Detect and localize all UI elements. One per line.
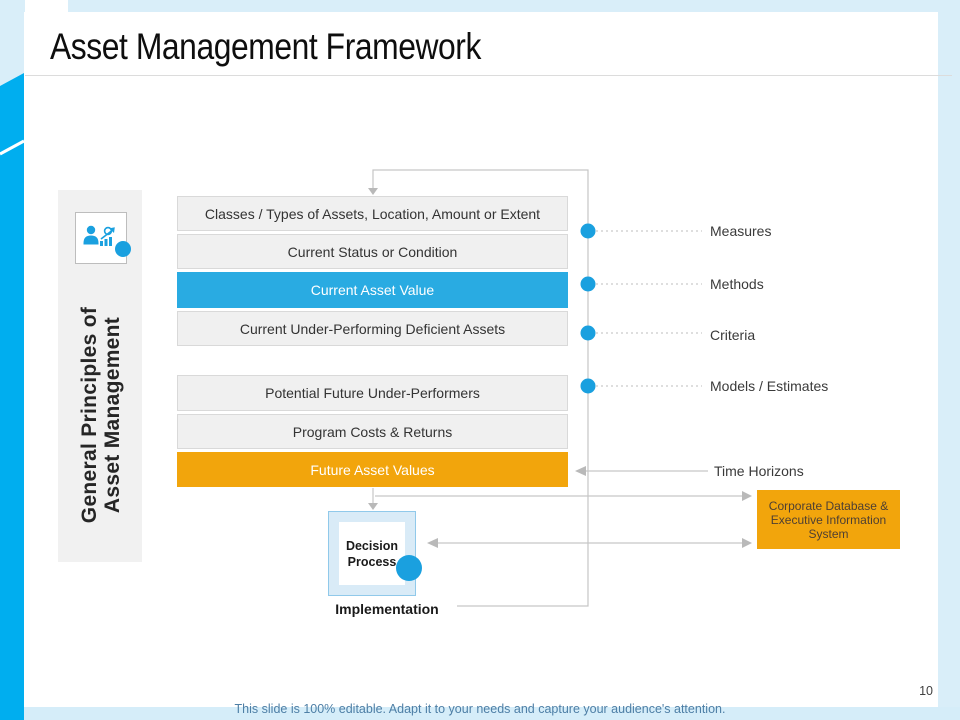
flow-box-classes-types: Classes / Types of Assets, Location, Amo… — [177, 196, 568, 231]
flow-box-current-asset-value: Current Asset Value — [177, 272, 568, 308]
decision-process-label: Decision Process — [339, 522, 405, 585]
sidebar-accent-dot — [115, 241, 131, 257]
annotation-criteria: Criteria — [710, 327, 756, 343]
title-divider — [25, 75, 952, 76]
corporate-database-box: Corporate Database & Executive Informati… — [757, 490, 900, 549]
people-growth-chart-icon — [83, 225, 115, 246]
annotation-models-estimates: Models / Estimates — [710, 378, 829, 394]
annotation-measures: Measures — [710, 223, 772, 239]
page-title: Asset Management Framework — [50, 26, 481, 67]
connector-dot-methods — [580, 276, 596, 292]
annotation-methods: Methods — [710, 276, 764, 292]
flow-box-future-asset-values: Future Asset Values — [177, 452, 568, 487]
implementation-label: Implementation — [335, 601, 439, 617]
right-border-strip — [938, 0, 960, 720]
flow-box-future-underperformers: Potential Future Under-Performers — [177, 375, 568, 411]
top-border-strip — [0, 0, 960, 12]
flow-box-current-status: Current Status or Condition — [177, 234, 568, 269]
sidebar-title-line2: Asset Management — [101, 316, 124, 514]
annotation-time-horizons: Time Horizons — [714, 463, 804, 479]
decision-process-box: Decision Process — [328, 511, 422, 596]
sidebar-panel — [58, 190, 142, 562]
footer-note: This slide is 100% editable. Adapt it to… — [234, 702, 726, 716]
sidebar-title: General Principles of Asset Management — [78, 229, 124, 601]
flow-box-program-costs: Program Costs & Returns — [177, 414, 568, 449]
footer-strip — [24, 707, 960, 720]
connector-dot-models — [580, 378, 596, 394]
page-number: 10 — [919, 684, 933, 698]
connector-dot-criteria — [580, 325, 596, 341]
left-accent-shape — [0, 0, 24, 720]
connector-dot-measures — [580, 223, 596, 239]
sidebar-title-line1: General Principles of — [78, 306, 101, 524]
decision-accent-dot — [396, 555, 422, 581]
top-border-notch — [25, 0, 68, 12]
flow-box-underperforming-assets: Current Under-Performing Deficient Asset… — [177, 311, 568, 346]
